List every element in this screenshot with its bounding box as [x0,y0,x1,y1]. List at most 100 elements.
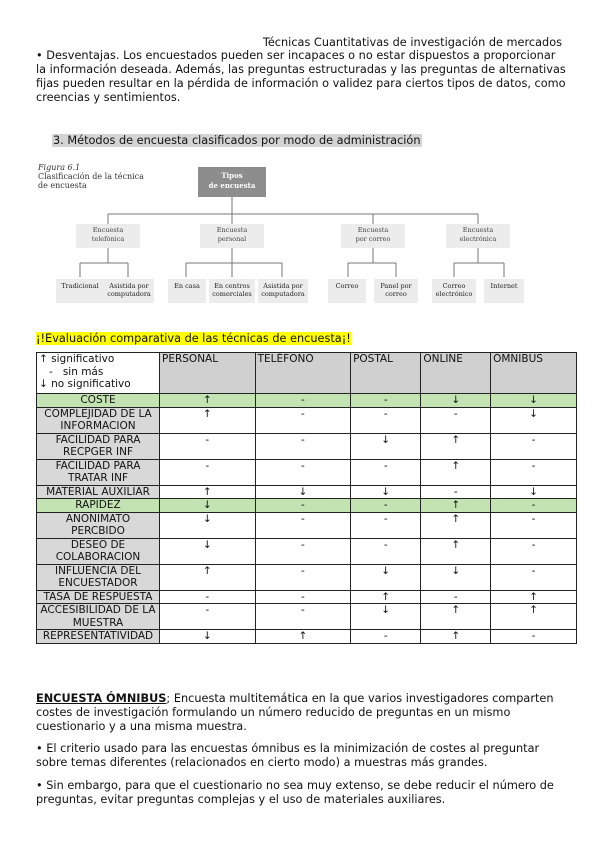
row-label: INFLUENCIA DEL ENCUESTADOR [36,563,160,591]
node-label: Encuesta [462,226,494,234]
node-label: personal [217,235,247,243]
table-cell: - [490,498,577,513]
table-cell: - [254,603,352,630]
table-cell: ↑ [420,432,492,460]
node-label: Encuesta [92,226,124,234]
table-cell: - [254,393,352,408]
figure-caption: Figura 6.1 Clasificación de la técnica d… [38,163,144,190]
root-line2: de encuesta [208,181,256,190]
row-label: REPRESENTATIVIDAD [36,629,160,644]
node-label: Asistida por [109,282,149,290]
row-label: MATERIAL AUXILIAR [36,484,160,499]
table-cell: ↑ [420,458,492,486]
table-cell: - [254,458,352,486]
node-label: correo [385,290,407,298]
node-label: electrónico [435,290,473,298]
table-cell: ↓ [254,484,352,499]
table-cell: ↑ [159,393,256,408]
row-label: TASA DE RESPUESTA [36,589,160,604]
legend-significativo: ↑ significativo [39,353,115,365]
node-tradicional: Tradicional [56,279,104,303]
table-cell: ↑ [420,537,492,565]
legend-sin-mas: - sin más [39,365,104,378]
table-cell: ↓ [420,393,492,408]
table-cell: ↓ [350,432,422,460]
table-row: FACILIDAD PARA RECPGER INF--↓↑- [36,432,577,460]
node-label: Correo [335,282,359,290]
table-cell: - [490,537,577,565]
table-row: ACCESIBILIDAD DE LA MUESTRA--↓↑↑ [36,603,577,630]
table-cell: ↑ [350,589,422,604]
table-cell: - [350,458,422,486]
row-label: RAPIDEZ [36,498,160,513]
table-cell: - [490,629,577,644]
table-cell: ↑ [159,563,256,591]
node-label: por correo [355,235,391,243]
root-line1: Tipos [221,171,243,180]
column-header: PERSONAL [159,352,256,394]
table-row: FACILIDAD PARA TRATAR INF---↑- [36,458,577,486]
table-row: MATERIAL AUXILIAR↑↓↓-↓ [36,484,577,499]
row-label: FACILIDAD PARA RECPGER INF [36,432,160,460]
table-cell: - [420,484,492,499]
node-en-casa: En casa [168,279,206,303]
node-label: En casa [174,282,200,290]
table-cell: - [159,603,256,630]
column-header: TELÉFONO [254,352,352,394]
table-cell: - [254,563,352,591]
table-cell: - [490,458,577,486]
node-label: Internet [490,282,518,290]
table-cell: ↓ [490,406,577,434]
table-cell: - [420,406,492,434]
table-cell: - [350,537,422,565]
table-cell: ↑ [159,406,256,434]
column-header: POSTAL [350,352,422,394]
table-cell: ↑ [159,484,256,499]
table-cell: - [254,511,352,539]
table-cell: ↓ [159,629,256,644]
node-label: computadora [261,290,305,298]
node-label: Encuesta [216,226,248,234]
table-cell: - [420,589,492,604]
table-cell: - [350,406,422,434]
table-row: RAPIDEZ↓--↑- [36,498,577,513]
row-label: COMPLEJIDAD DE LA INFORMACION [36,406,160,434]
table-cell: - [350,498,422,513]
omnibus-term: ENCUESTA ÓMNIBUS [36,692,167,705]
figure-caption-label: Figura 6.1 [38,163,81,172]
row-label: ANONIMATO PERCBIDO [36,511,160,539]
survey-classification-figure: Figura 6.1 Clasificación de la técnica d… [36,158,556,318]
table-cell: ↓ [490,393,577,408]
row-label: DESEO DE COLABORACION [36,537,160,565]
table-cell: ↑ [254,629,352,644]
table-row: COMPLEJIDAD DE LA INFORMACION↑---↓ [36,406,577,434]
table-cell: - [490,432,577,460]
node-label: electrónica [459,235,497,243]
omnibus-definition: ENCUESTA ÓMNIBUS; Encuesta multitemática… [36,692,566,734]
table-header-row: ↑ significativo - sin más ↓ no significa… [36,352,577,394]
table-cell: ↑ [490,589,577,604]
section-title: 3. Métodos de encuesta clasificados por … [52,134,422,147]
node-label: En centros [214,282,250,290]
figure-caption-line1: Clasificación de la técnica [38,172,144,181]
table-cell: ↑ [420,603,492,630]
node-label: Tradicional [61,282,99,290]
table-cell: ↑ [490,603,577,630]
row-label: FACILIDAD PARA TRATAR INF [36,458,160,486]
table-cell: ↓ [350,484,422,499]
table-cell: - [350,393,422,408]
table-cell: ↑ [420,511,492,539]
table-row: COSTE↑--↓↓ [36,393,577,408]
node-correo-postal: Correo [328,279,366,303]
column-header: ÓMNIBUS [490,352,577,394]
comparison-table: ↑ significativo - sin más ↓ no significa… [36,352,577,644]
table-cell: - [254,498,352,513]
table-cell: ↑ [420,498,492,513]
